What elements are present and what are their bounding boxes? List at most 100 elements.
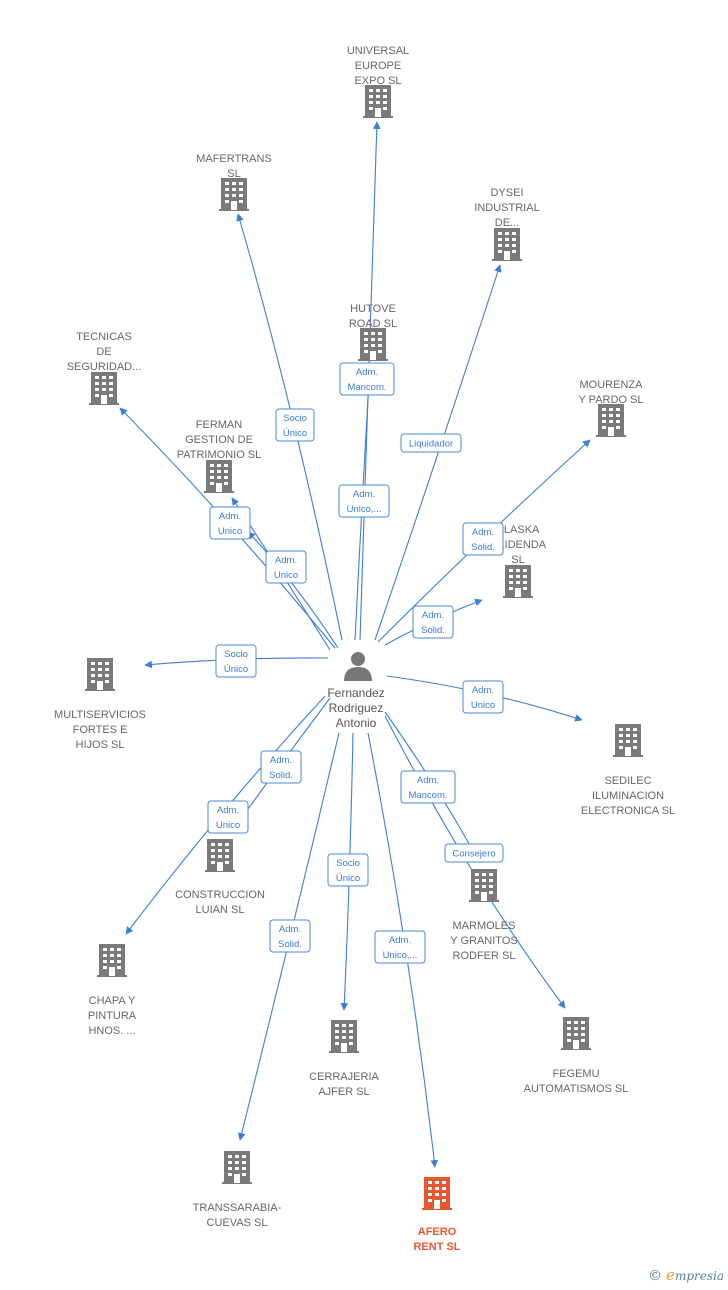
- company-label-line: CHAPA Y: [89, 995, 136, 1007]
- relation-label-transsarabia[interactable]: Adm.Solid.: [269, 919, 311, 953]
- relation-box: [260, 750, 302, 784]
- relation-box: [412, 605, 454, 639]
- person-name-line: Antonio: [336, 716, 377, 730]
- company-label-line: CERRAJERIA: [309, 1071, 379, 1083]
- company-label-line: ILUMINACION: [592, 790, 664, 802]
- company-node-construccion[interactable]: CONSTRUCCION LUIAN SL: [175, 839, 265, 916]
- building-icon: [97, 944, 127, 977]
- company-label-line: HIJOS SL: [76, 739, 125, 751]
- relation-label-construccion[interactable]: Adm.Solid.: [260, 750, 302, 784]
- relation-label-universal[interactable]: Adm. Unico,...: [338, 484, 390, 518]
- relation-text: Adm.: [472, 685, 494, 696]
- relation-box: [338, 484, 390, 518]
- company-node-chapa[interactable]: CHAPA YPINTURAHNOS. ...: [88, 944, 137, 1037]
- relation-text: Solid.: [421, 625, 445, 636]
- company-label-line: HUTOVE: [350, 303, 396, 315]
- building-icon: [89, 372, 119, 405]
- relation-text: Adm.: [353, 489, 375, 500]
- company-node-transsarabia[interactable]: TRANSSARABIA-CUEVAS SL: [193, 1151, 282, 1229]
- building-icon: [469, 869, 499, 902]
- relation-label-ferman[interactable]: Adm.Unico: [265, 550, 307, 584]
- company-label-line: EKIDENDA: [490, 539, 547, 551]
- company-label-line: UNIVERSAL: [347, 45, 409, 57]
- person-name-line: Rodriguez: [329, 701, 384, 715]
- company-label-line: INDUSTRIAL: [474, 202, 539, 214]
- company-label-line: RODFER SL: [453, 950, 516, 962]
- building-icon: [613, 724, 643, 757]
- relation-text: Adm.: [417, 775, 439, 786]
- relation-box: [400, 433, 462, 453]
- relation-box: [209, 506, 251, 540]
- edges-layer: [119, 121, 591, 1168]
- building-icon: [422, 1177, 452, 1210]
- relation-box: [462, 522, 504, 556]
- relation-text: Unico: [218, 526, 242, 537]
- relation-text: Unico,...: [347, 504, 382, 515]
- relation-box: [207, 800, 249, 834]
- relation-box: [265, 550, 307, 584]
- company-node-hutove[interactable]: HUTOVE ROAD SL: [349, 303, 397, 361]
- relations-layer: Adm.Mancom.SocioÚnicoLiquidadorAdm.Unico…: [207, 362, 504, 964]
- relation-text: Unico: [216, 820, 240, 831]
- relation-label-marmoles[interactable]: Adm.Mancom.: [400, 770, 456, 804]
- relation-text: Socio: [224, 649, 248, 660]
- relation-text: Unico: [471, 700, 495, 711]
- building-icon: [204, 460, 234, 493]
- company-label-line: DE: [96, 346, 111, 358]
- empresia-brand[interactable]: ©empresia: [648, 1266, 724, 1284]
- brand-name: mpresia: [674, 1269, 724, 1283]
- relation-label-alaska[interactable]: Adm.Solid.: [412, 605, 454, 639]
- relation-text: Consejero: [452, 849, 495, 860]
- company-label-line: CONSTRUCCION: [175, 889, 265, 901]
- relation-label-fegemu[interactable]: Consejero: [444, 843, 504, 863]
- company-label-line: LUIAN SL: [196, 904, 245, 916]
- person-icon: [344, 652, 372, 681]
- relation-text: Adm.: [275, 555, 297, 566]
- company-label-line: RENT SL: [413, 1241, 460, 1253]
- company-label-line: FORTES E: [73, 724, 128, 736]
- company-node-dysei[interactable]: DYSEIINDUSTRIALDE...: [474, 187, 540, 261]
- relation-label-sedilec[interactable]: Adm. Unico: [462, 680, 504, 714]
- relation-box: [462, 680, 504, 714]
- relation-text: Solid.: [471, 542, 495, 553]
- company-label-line: EXPO SL: [354, 75, 401, 87]
- company-label-line: DE...: [495, 217, 519, 229]
- relation-label-chapa[interactable]: Adm.Unico: [207, 800, 249, 834]
- company-label-line: FERMAN: [196, 419, 243, 431]
- relation-label-afero[interactable]: Adm.Unico,...: [374, 930, 426, 964]
- relation-box: [275, 408, 315, 442]
- building-icon: [85, 658, 115, 691]
- relation-label-mourenza[interactable]: Adm.Solid.: [462, 522, 504, 556]
- company-label-line: ROAD SL: [349, 318, 397, 330]
- company-label-line: PATRIMONIO SL: [177, 449, 262, 461]
- relation-label-hutove[interactable]: Adm.Mancom.: [339, 362, 395, 396]
- relation-label-dysei[interactable]: Liquidador: [400, 433, 462, 453]
- company-node-tecnicas[interactable]: TECNICASDESEGURIDAD...: [67, 331, 142, 405]
- company-label-line: SEDILEC: [604, 775, 651, 787]
- building-icon: [363, 85, 393, 118]
- building-icon: [492, 228, 522, 261]
- building-icon: [503, 565, 533, 598]
- company-label-line: FEGEMU: [552, 1068, 599, 1080]
- relation-label-tecnicas[interactable]: Adm.Unico: [209, 506, 251, 540]
- company-label-line: Y PARDO SL: [578, 394, 643, 406]
- relation-text: Único: [224, 664, 248, 675]
- company-label-line: ALASKA: [497, 524, 540, 536]
- relation-box: [339, 362, 395, 396]
